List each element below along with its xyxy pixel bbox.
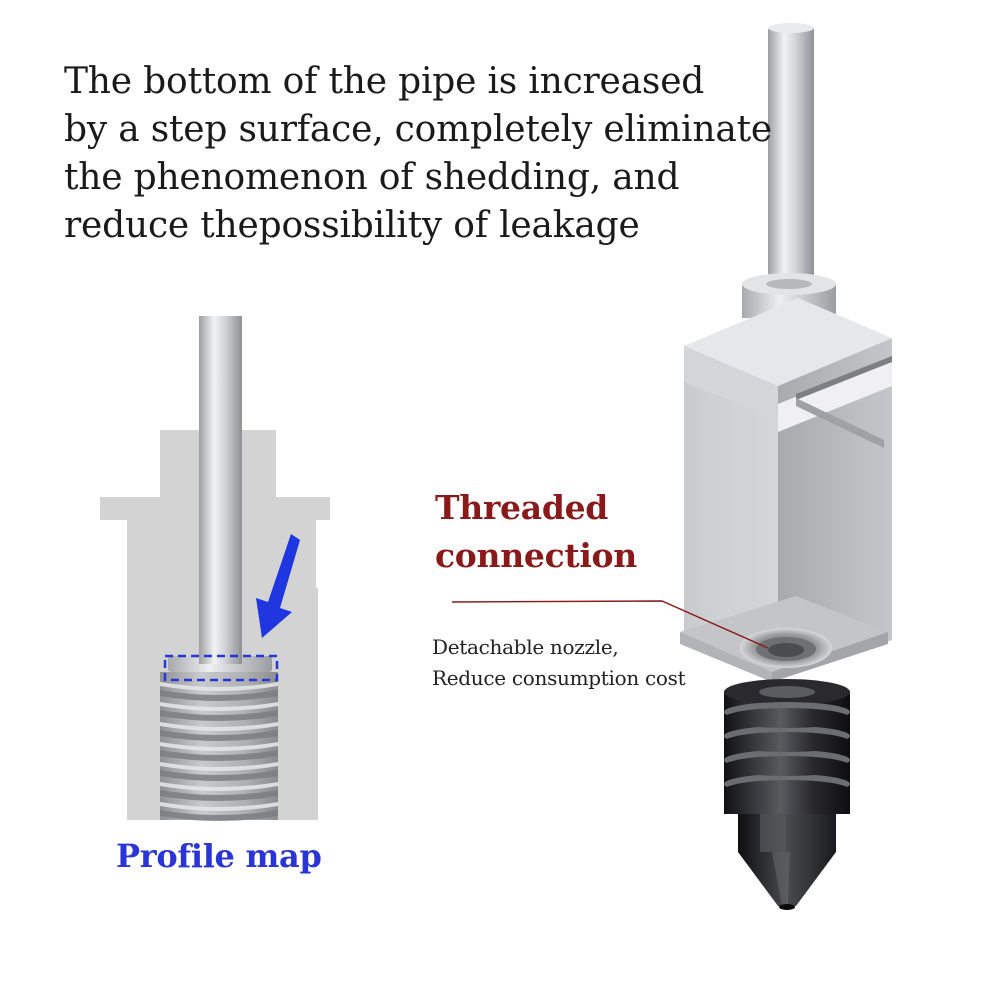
- product-pipe: [768, 28, 814, 288]
- product-render: [451, 23, 892, 910]
- step-highlight-box: [163, 654, 279, 682]
- headline: The bottom of the pipe is increased by a…: [64, 58, 784, 250]
- arrow-icon: [256, 534, 300, 638]
- headline-line-2: by a step surface, completely eliminate: [64, 109, 772, 150]
- profile-map-label: Profile map: [116, 837, 322, 875]
- leader-line: [451, 600, 769, 649]
- nozzle: [724, 679, 850, 910]
- detachable-nozzle-label: Detachable nozzle, Reduce consumption co…: [432, 632, 686, 694]
- detach-label-line-1: Detachable nozzle,: [432, 635, 619, 659]
- headline-line-3: the phenomenon of shedding, and: [64, 157, 680, 198]
- threaded-label-line-1: Threaded: [435, 488, 609, 527]
- profile-map: [100, 316, 330, 821]
- profile-pipe: [199, 316, 242, 664]
- threaded-connection-label: Threaded connection: [435, 484, 637, 580]
- headline-line-4: reduce thepossibility of leakage: [64, 205, 640, 246]
- headline-line-1: The bottom of the pipe is increased: [64, 61, 705, 102]
- detach-label-line-2: Reduce consumption cost: [432, 666, 686, 690]
- profile-thread: [160, 672, 278, 821]
- threaded-label-line-2: connection: [435, 536, 637, 575]
